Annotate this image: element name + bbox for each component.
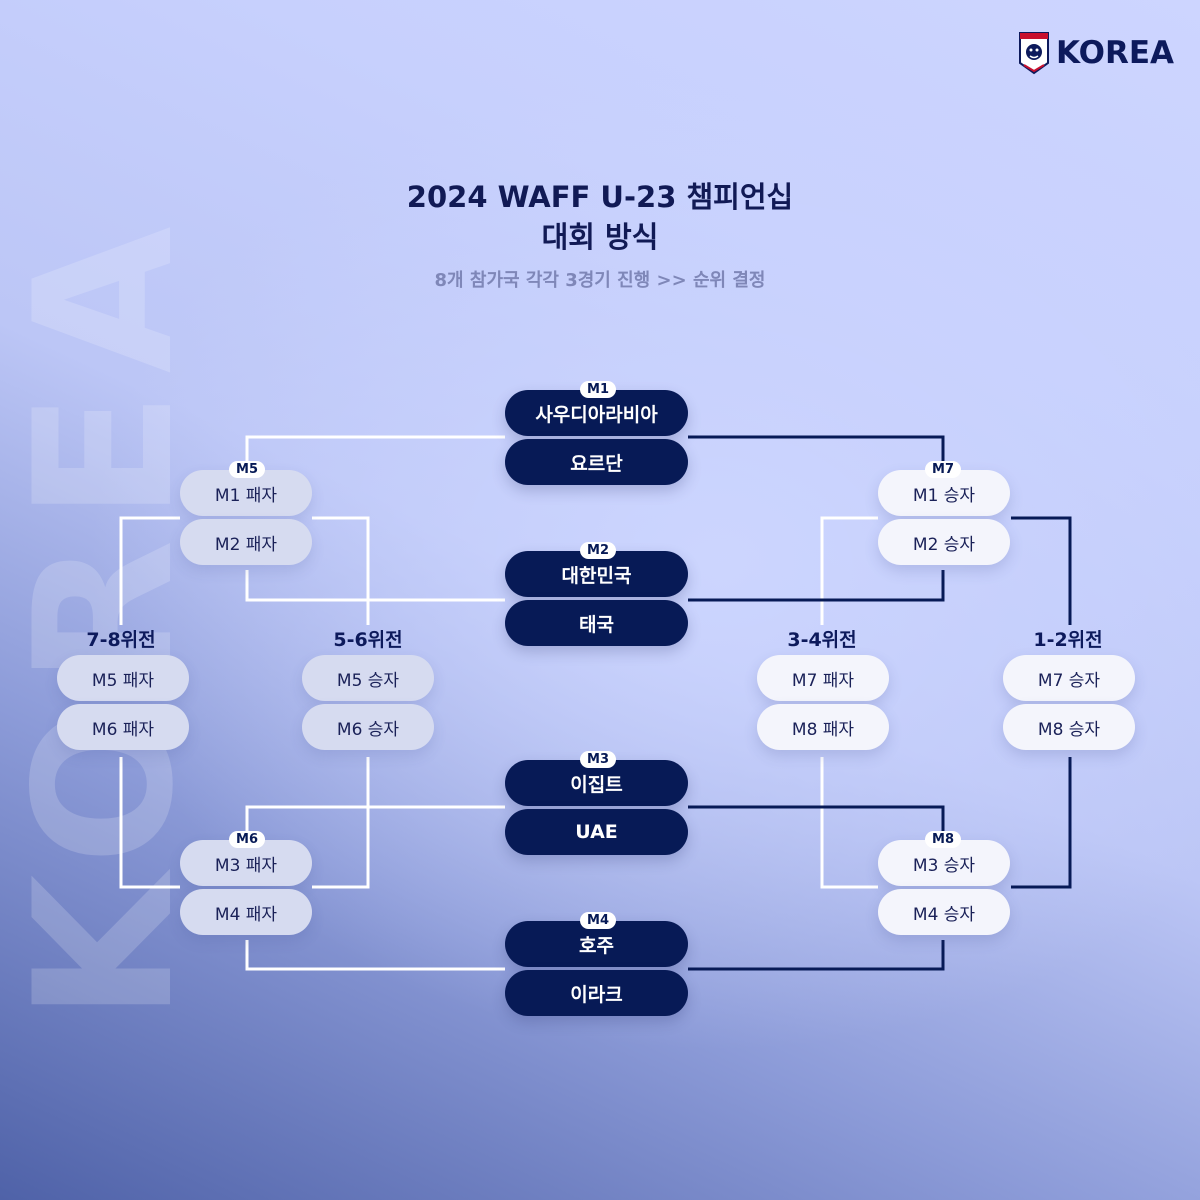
m1-loser-line [245, 435, 505, 470]
m4-winner-line [688, 940, 945, 971]
page-title-line2: 대회 방식 [541, 220, 659, 254]
m8-slot2: M4 승자 [878, 889, 1010, 935]
p78-slot2: M6 패자 [57, 704, 189, 750]
p56-slot2: M6 승자 [302, 704, 434, 750]
match-badge-m4: M4 [580, 912, 616, 929]
m3-winner-line [688, 805, 945, 840]
page-title: 2024 WAFF U-23 챔피언십 [406, 180, 794, 214]
m2-team1: 대한민국 [505, 551, 688, 597]
m5-winner-line [312, 516, 370, 625]
placement-label-7-8: 7-8위전 [86, 629, 156, 651]
m5-slot2: M2 패자 [180, 519, 312, 565]
m6-slot2: M4 패자 [180, 889, 312, 935]
m8-winner-line [1011, 757, 1072, 889]
m2-loser-line [245, 570, 505, 602]
match-badge-m2: M2 [580, 542, 616, 559]
m3-loser-line [245, 805, 505, 840]
match-badge-m7: M7 [925, 461, 961, 478]
m7-slot1: M1 승자 [878, 470, 1010, 516]
match-badge-m1: M1 [580, 381, 616, 398]
m7-slot2: M2 승자 [878, 519, 1010, 565]
placement-label-1-2: 1-2위전 [1033, 629, 1103, 651]
m4-loser-line [245, 940, 505, 971]
p34-slot1: M7 패자 [757, 655, 889, 701]
p56-slot1: M5 승자 [302, 655, 434, 701]
match-badge-m3: M3 [580, 751, 616, 768]
m2-winner-line [688, 570, 945, 602]
korea-logo: KOREA [1018, 30, 1174, 76]
m6-winner-line [312, 757, 370, 889]
match-badge-m5: M5 [229, 461, 265, 478]
kfa-tiger-emblem-icon [1019, 32, 1049, 75]
m8-loser-line [820, 757, 878, 889]
m4-team2: 이라크 [505, 970, 688, 1016]
page-subtitle: 8개 참가국 각각 3경기 진행 >> 순위 결정 [434, 270, 766, 291]
m8-slot1: M3 승자 [878, 840, 1010, 886]
placement-label-5-6: 5-6위전 [333, 629, 403, 651]
m1-team2: 요르단 [505, 439, 688, 485]
logo-text: KOREA [1056, 35, 1175, 71]
match-badge-m6: M6 [229, 831, 265, 848]
p12-slot2: M8 승자 [1003, 704, 1135, 750]
m3-team2: UAE [505, 809, 688, 855]
m6-loser-line [119, 757, 180, 889]
m7-loser-line [820, 516, 878, 625]
match-badge-m8: M8 [925, 831, 961, 848]
m1-winner-line [688, 435, 945, 470]
m7-winner-line [1011, 516, 1072, 625]
m2-team2: 태국 [505, 600, 688, 646]
p78-slot1: M5 패자 [57, 655, 189, 701]
m5-loser-line [119, 516, 180, 625]
p12-slot1: M7 승자 [1003, 655, 1135, 701]
placement-label-3-4: 3-4위전 [787, 629, 857, 651]
p34-slot2: M8 패자 [757, 704, 889, 750]
